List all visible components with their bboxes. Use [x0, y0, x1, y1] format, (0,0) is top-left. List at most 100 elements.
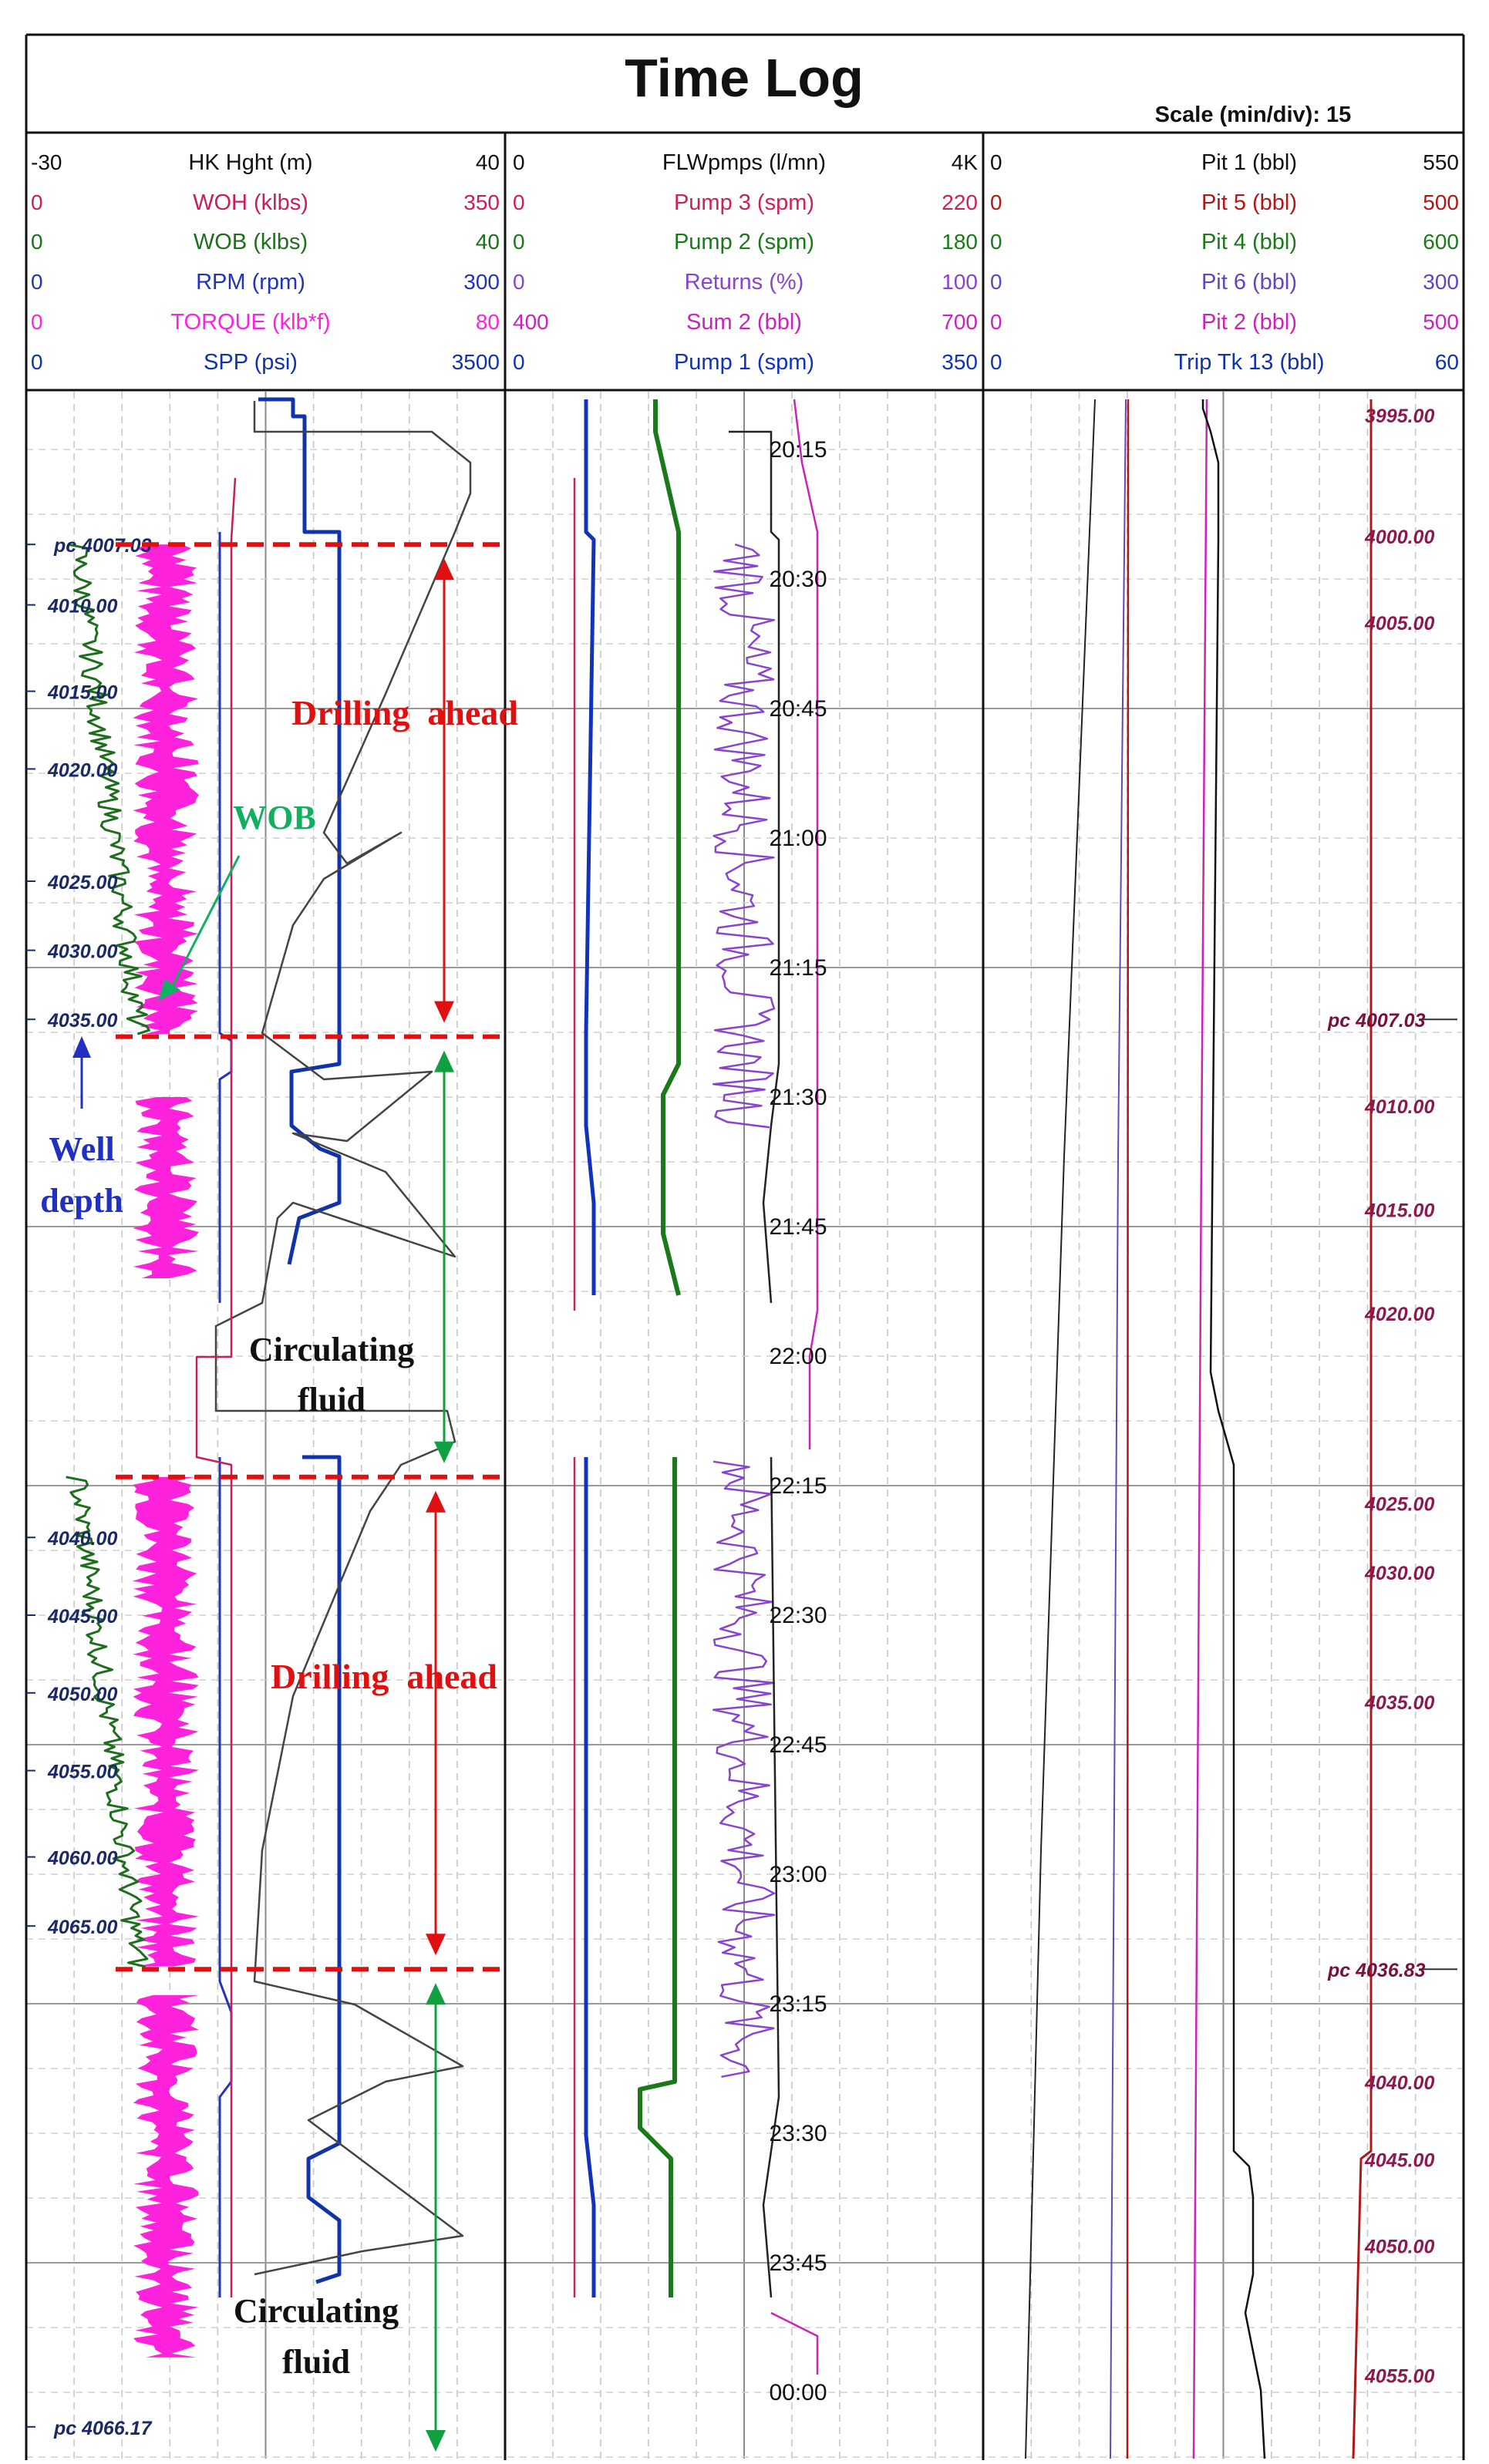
annotations: Drilling ahead Drilling ahead WOB Well d…	[40, 693, 518, 2381]
phase-markers	[72, 542, 505, 2452]
track3-row-label: Trip Tk 13 (bbl)	[1174, 350, 1325, 375]
returns-trace	[712, 544, 776, 1129]
track2-row-max: 180	[942, 230, 978, 254]
circulating-phase-arrow-head	[434, 1050, 454, 1072]
track1-row-label: WOB (klbs)	[194, 230, 308, 254]
track1-depth-label: 4060.00	[47, 1848, 117, 1870]
track1-row-max: 80	[476, 310, 500, 334]
track3-row-min: 0	[990, 270, 1002, 294]
scale-label: Scale (min/div): 15	[1155, 103, 1352, 127]
track1-row-label: WOH (klbs)	[193, 190, 308, 215]
pit2-trace	[1192, 399, 1208, 2459]
pit1-trace	[1025, 399, 1096, 2459]
track1-depth-label: 4010.00	[47, 596, 117, 618]
wob-pointer-head	[158, 979, 180, 1001]
time-tick-label: 23:45	[769, 2250, 827, 2276]
track1-row-max: 40	[476, 230, 500, 254]
track3-depth-label: 4010.00	[1364, 1096, 1434, 1118]
track1-depth-label: 4030.00	[47, 941, 117, 963]
torque-trace	[133, 1097, 199, 1278]
track1-depth-label: 4065.00	[47, 1917, 117, 1938]
track3-row-label: Pit 1 (bbl)	[1201, 150, 1297, 175]
track1-row-max: 300	[463, 270, 500, 294]
annotation-circulating-2: Circulating	[234, 2292, 399, 2330]
track1-depth-label: 4015.00	[47, 682, 117, 704]
time-tick-label: 23:30	[769, 2121, 827, 2146]
track3-row-min: 0	[990, 190, 1002, 214]
time-tick-label: 22:30	[769, 1603, 827, 1628]
time-tick-label: 23:00	[769, 1862, 827, 1887]
track2-row-max: 350	[942, 350, 978, 374]
circulating-phase-arrow-head	[434, 1441, 454, 1463]
track1-row-label: HK Hght (m)	[188, 150, 312, 175]
track1-depth-label: 4025.00	[47, 872, 117, 894]
track1-row-label: SPP (psi)	[204, 350, 298, 375]
track3-row-max: 550	[1423, 150, 1459, 174]
annotation-fluid-1: fluid	[298, 1381, 366, 1419]
returns-trace	[712, 1460, 776, 2079]
annotation-wob: WOB	[233, 799, 316, 836]
track1-row-label: TORQUE (klb*f)	[170, 310, 330, 335]
pit6-trace	[1110, 399, 1127, 2459]
track3-row-label: Pit 4 (bbl)	[1201, 230, 1297, 254]
track1-depth-label: pc 4007.03	[53, 535, 152, 557]
track3-depth-label: pc 4007.03	[1327, 1010, 1426, 1032]
annotation-fluid-2: fluid	[282, 2343, 350, 2381]
track3-depth-label: 4025.00	[1364, 1493, 1434, 1515]
drilling-phase-arrow-head	[426, 1934, 446, 1956]
track3-row-min: 0	[990, 310, 1002, 334]
track2-row-label: Sum 2 (bbl)	[686, 310, 802, 335]
time-tick-label: 22:15	[769, 1473, 827, 1499]
time-tick-label: 22:00	[769, 1344, 827, 1369]
pump2-trace	[653, 399, 681, 1296]
well-depth-pointer-head	[72, 1036, 91, 1058]
track3-depth-label: 4040.00	[1364, 2072, 1434, 2094]
time-tick-label: 20:15	[769, 437, 827, 463]
track1-depth-label: 4055.00	[47, 1762, 117, 1783]
grid-layer	[26, 392, 1464, 2459]
time-tick-label: 21:15	[769, 955, 827, 981]
wob-pointer-arrow	[170, 855, 241, 989]
pump2-trace	[638, 1457, 677, 2297]
track2-row-label: Pump 2 (spm)	[674, 230, 814, 254]
flw-pumps-trace	[729, 430, 780, 1304]
track3-depth-label: 4015.00	[1364, 1200, 1434, 1222]
track3-depth-label: pc 4036.83	[1327, 1960, 1426, 1981]
annotation-circulating-1: Circulating	[249, 1331, 414, 1368]
track3-row-min: 0	[990, 230, 1002, 254]
track3-row-max: 500	[1423, 310, 1459, 334]
time-tick-label: 21:00	[769, 826, 827, 851]
track1-row-label: RPM (rpm)	[196, 270, 305, 295]
circulating-phase-arrow-head	[426, 1983, 446, 2005]
track2-row-label: Returns (%)	[685, 270, 804, 295]
track3-depth-label: 4055.00	[1364, 2366, 1434, 2388]
track3-depth-label: 4050.00	[1364, 2237, 1434, 2258]
spp-trace	[258, 397, 342, 1265]
track2-row-max: 100	[942, 270, 978, 294]
track1-row-min: 0	[31, 310, 43, 334]
pit-volume-trace	[1201, 399, 1266, 2459]
track3-row-label: Pit 6 (bbl)	[1201, 270, 1297, 295]
track1-row-min: 0	[31, 230, 43, 254]
track1-row-min: 0	[31, 190, 43, 214]
track3-row-max: 500	[1423, 190, 1459, 214]
drilling-phase-arrow-head	[426, 1490, 446, 1513]
track3-depth-label: 3995.00	[1365, 406, 1434, 427]
track1-depth-label: pc 4066.17	[53, 2418, 153, 2439]
wob-trace	[67, 543, 150, 1035]
track2-row-min: 0	[513, 230, 525, 254]
annotation-depth: depth	[40, 1182, 123, 1220]
time-tick-label: 20:30	[769, 567, 827, 592]
track1-depth-label: 4050.00	[47, 1684, 117, 1705]
pump1-trace	[584, 1457, 596, 2297]
track3-row-min: 0	[990, 150, 1002, 174]
time-tick-label: 22:45	[769, 1732, 827, 1758]
time-tick-label: 21:45	[769, 1214, 827, 1240]
curve-layer	[66, 397, 1373, 2459]
spp-trace	[302, 1455, 342, 2284]
track3-row-label: Pit 2 (bbl)	[1201, 310, 1297, 335]
wob-trace	[66, 1476, 149, 1968]
